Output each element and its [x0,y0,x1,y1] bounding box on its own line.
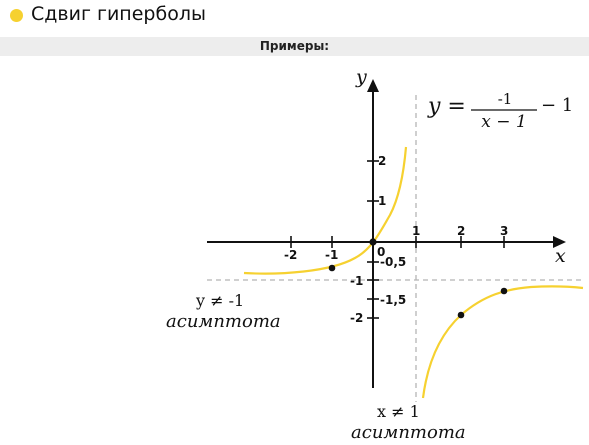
x-tick-label: -2 [284,248,297,262]
x-tick-label: 2 [457,224,465,238]
x-tick-label: 1 [412,224,420,238]
formula-tail: − 1 [541,95,573,116]
vertical-asymptote-caption: асимптота [351,422,466,443]
header: Сдвиг гиперболы [0,0,589,34]
x-tick-label: -1 [325,248,338,262]
hyperbola-right-branch [421,285,584,399]
curve-points [328,238,508,319]
y-tick-label: -2 [350,311,363,325]
formula-lhs: y = [427,94,466,119]
bullet-dot-icon [10,9,23,22]
page-title: Сдвиг гиперболы [31,3,206,25]
formula-numerator: -1 [498,90,513,108]
horizontal-asymptote-equation: y ≠ -1 [195,291,244,310]
x-axis-arrow-icon [553,236,566,248]
x-tick-marks [290,236,505,248]
origin-label: 0 [377,245,385,259]
formula-denominator: x − 1 [481,112,526,132]
y-axis-arrow-icon [367,79,379,92]
y-tick-marks [367,160,379,319]
y-tick-label: 1 [378,194,386,208]
vertical-asymptote-equation: x ≠ 1 [377,402,420,421]
section-band [0,37,589,56]
horizontal-asymptote-caption: асимптота [166,311,281,332]
x-tick-label: 3 [500,224,508,238]
y-tick-label: 2 [378,154,386,168]
y-axis-label: y [355,66,367,88]
y-tick-label: -1 [350,274,363,288]
x-axis-label: x [555,245,566,267]
section-label: Примеры: [259,39,330,53]
extra-tick-label: -0,5 [380,255,406,269]
extra-tick-label: -1,5 [380,293,406,307]
